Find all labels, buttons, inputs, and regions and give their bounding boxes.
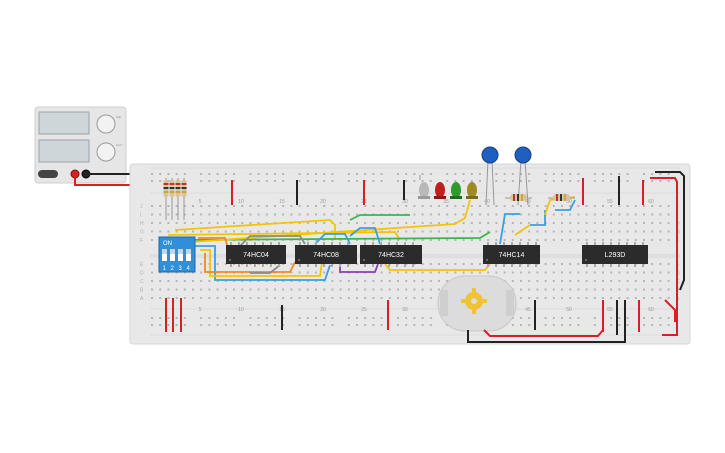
chip-label: 74HC04 [243,252,269,259]
dip-position-label: 4 [187,266,191,272]
led-yellow[interactable] [466,182,478,199]
column-number-bottom: 10 [238,307,244,313]
signal-wires[interactable] [167,196,576,281]
led-red[interactable] [434,182,446,199]
resistor-right-1[interactable] [505,194,532,201]
capacitor-left[interactable] [481,146,499,206]
chip-74hc04[interactable]: 74HC04 [226,242,286,267]
column-number-top: 5 [199,199,202,205]
column-number-top: 30 [402,199,408,205]
row-letter-left: D [140,271,144,277]
chip-label: 74HC08 [313,252,339,259]
column-number-top: 35 [443,199,449,205]
column-number-top: 40 [484,199,490,205]
resistor-right-2[interactable] [548,194,575,201]
dip-toggle-4[interactable] [186,249,191,261]
column-number-bottom: 25 [361,307,367,313]
chip-74hc14[interactable]: 74HC14 [483,242,540,267]
column-number-bottom: 60 [648,307,654,313]
row-letter-left: J [140,204,143,210]
chip-74hc32[interactable]: 74HC32 [360,242,422,267]
column-number-top: 60 [648,199,654,205]
column-number-bottom: 20 [320,307,326,313]
row-letter-left: H [140,221,144,227]
chip-l293d[interactable]: L293D [582,242,648,267]
current-knob[interactable] [96,142,116,162]
chip-label: 74HC32 [378,252,404,259]
dip-toggle-2[interactable] [170,249,175,261]
led-green[interactable] [450,182,462,199]
row-letter-left: I [140,213,141,219]
dip-switch-on-label: ON [163,241,172,247]
dip-toggle-3[interactable] [178,249,183,261]
dip-position-label: 1 [163,266,167,272]
row-letter-left: E [140,262,144,268]
voltage-knob-label: Volt [116,115,121,119]
dip-position-label: 3 [179,266,183,272]
led-group[interactable] [418,175,478,199]
chip-label: 74HC14 [499,252,525,259]
dip-position-label: 2 [171,266,175,272]
voltage-knob[interactable] [96,114,116,134]
column-number-top: 20 [320,199,326,205]
column-number-bottom: 30 [402,307,408,313]
column-number-bottom: 45 [525,307,531,313]
chip-label: L293D [605,252,626,259]
resistor-bank-left[interactable] [163,178,187,220]
column-number-top: 10 [238,199,244,205]
column-number-bottom: 5 [199,307,202,313]
column-number-top: 15 [279,199,285,205]
row-letter-left: F [140,238,143,244]
rail-jumpers[interactable] [165,171,685,336]
row-letter-left: B [140,288,144,294]
column-number-top: 55 [607,199,613,205]
row-letter-left: C [140,279,144,285]
led-gray[interactable] [418,175,430,199]
column-number-top: 50 [566,199,572,205]
power-supply[interactable]: Volt Curr [34,106,127,184]
gear-icon [461,288,487,314]
column-number-bottom: 55 [607,307,613,313]
dip-toggle-1[interactable] [162,249,167,261]
column-number-bottom: 50 [566,307,572,313]
row-letter-left: A [140,296,144,302]
row-letter-left: G [140,230,144,236]
current-knob-label: Curr [116,143,122,147]
chip-74hc08[interactable]: 74HC08 [295,242,357,267]
dc-motor[interactable] [437,275,626,343]
